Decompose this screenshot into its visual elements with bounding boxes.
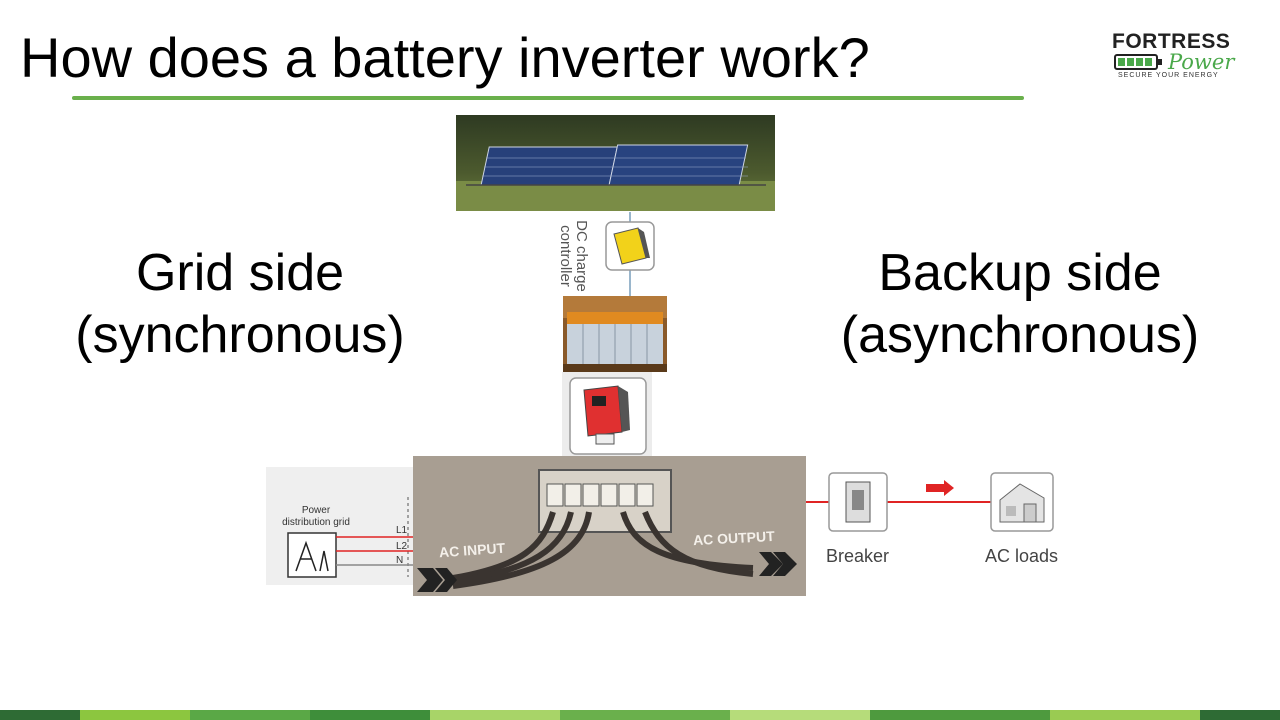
footer-strip-1 [0,710,80,720]
ac-loads-label: AC loads [985,546,1059,566]
grid-side-label: Grid side (synchronous) [30,242,450,366]
slide-title: How does a battery inverter work? [20,26,870,89]
grid-side-line2: (synchronous) [75,306,405,364]
backup-side-line1: Backup side [878,244,1162,302]
footer-strip-3 [190,710,310,720]
grid-side-line1: Grid side [135,244,345,302]
power-grid-label-line1: Power [301,505,331,516]
backup-side-line2: (asynchronous) [840,306,1200,364]
terminal-l2: L2 [396,541,408,552]
terminal-l1: L1 [396,525,408,536]
footer-strip-10 [1200,710,1280,720]
footer-strip-9 [1050,710,1200,720]
fortress-power-logo: FORTRESS Power SECURE YOUR ENERGY [1112,30,1262,85]
footer-strip-7 [730,710,870,720]
battery-bank-photo [563,296,667,372]
power-grid-diagram: Power distribution grid L1 L2 N [266,467,414,585]
title-underline [72,96,1024,100]
terminal-block [417,469,797,592]
dc-charge-controller-label: DC charge controller [557,220,590,292]
battery-icon [1114,54,1162,70]
logo-tagline: SECURE YOUR ENERGY [1118,72,1219,79]
footer-strip-5 [430,710,560,720]
wiring-photo: AC INPUT AC OUTPUT [413,456,806,596]
backup-wiring [806,480,992,503]
inverter-icon [562,372,652,458]
terminal-n: N [396,555,404,566]
ac-loads-house-icon [990,472,1054,532]
power-grid-label-line2: distribution grid [282,517,350,528]
grid-wiring [287,497,414,578]
footer-strip-6 [560,710,730,720]
backup-side-label: Backup side (asynchronous) [800,242,1240,366]
footer-strip-8 [870,710,1050,720]
footer-strip-2 [80,710,190,720]
solar-panels-photo [456,115,775,211]
footer-strip-4 [310,710,430,720]
logo-power: Power [1168,50,1235,74]
charge-controller-icon [605,212,655,296]
breaker-icon [828,472,888,532]
logo-name: FORTRESS [1112,30,1231,53]
breaker-label: Breaker [826,546,890,566]
